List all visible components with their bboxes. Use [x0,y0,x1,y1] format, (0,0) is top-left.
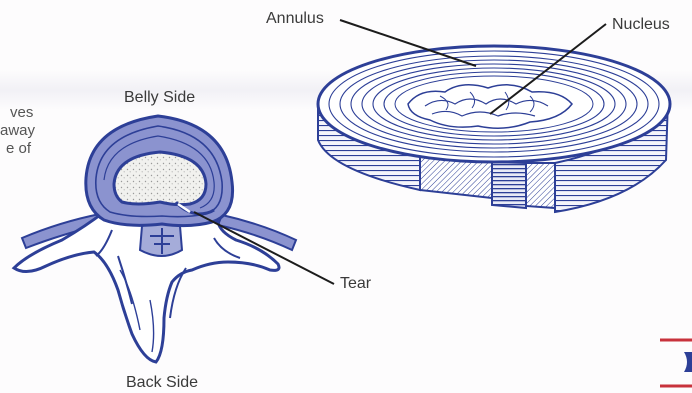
tear-label: Tear [340,275,371,293]
page-edge-accent [660,340,692,386]
back-side-label: Back Side [126,374,198,392]
belly-side-label: Belly Side [124,89,195,107]
cross-section [14,116,296,362]
intact-disc [318,46,670,212]
nucleus-label: Nucleus [612,16,670,34]
annulus-label: Annulus [266,10,324,28]
